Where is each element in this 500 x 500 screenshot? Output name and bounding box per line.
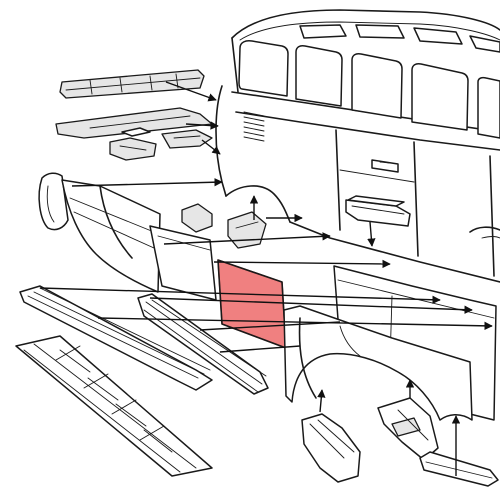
engine-vent-louvres xyxy=(243,111,265,142)
lower-skirt-panel xyxy=(149,225,217,301)
roof-window xyxy=(299,24,347,39)
side-window xyxy=(411,63,469,131)
rear-quarter-lower-panel xyxy=(61,179,161,293)
arrow xyxy=(149,297,473,314)
bus-body xyxy=(215,9,500,283)
roof-window xyxy=(469,35,500,53)
arrow xyxy=(213,259,391,269)
rear-corner-cap xyxy=(38,172,69,231)
leader-line xyxy=(199,321,341,331)
door-jamb-channel xyxy=(345,195,411,227)
arrow xyxy=(367,221,376,247)
arrow xyxy=(185,121,219,130)
arrow xyxy=(317,389,326,413)
rocker-sill xyxy=(19,285,213,391)
wheel-housing-bracket xyxy=(301,413,361,483)
wheel-arch-panel xyxy=(283,305,473,421)
side-window xyxy=(238,40,289,97)
arch-support-bracket xyxy=(377,397,439,461)
roof-window xyxy=(355,24,405,39)
exploded-parts xyxy=(15,69,499,487)
roof-window xyxy=(413,27,463,45)
assembly-arrows xyxy=(39,81,493,476)
front-valance-strip xyxy=(419,451,499,487)
arrow xyxy=(39,287,441,304)
leader-line xyxy=(219,345,301,353)
side-window xyxy=(477,76,500,139)
floor-pan xyxy=(15,335,213,477)
arrow xyxy=(165,81,217,102)
bracket-assembly xyxy=(109,127,213,161)
arrow xyxy=(201,139,221,155)
arrow xyxy=(163,232,331,245)
upper-sill-beam xyxy=(59,69,205,99)
arrow xyxy=(71,178,223,187)
bus-roof xyxy=(231,9,500,39)
arrow xyxy=(97,317,493,331)
door-handle xyxy=(371,159,399,173)
side-window xyxy=(295,45,343,107)
side-window xyxy=(351,53,403,119)
